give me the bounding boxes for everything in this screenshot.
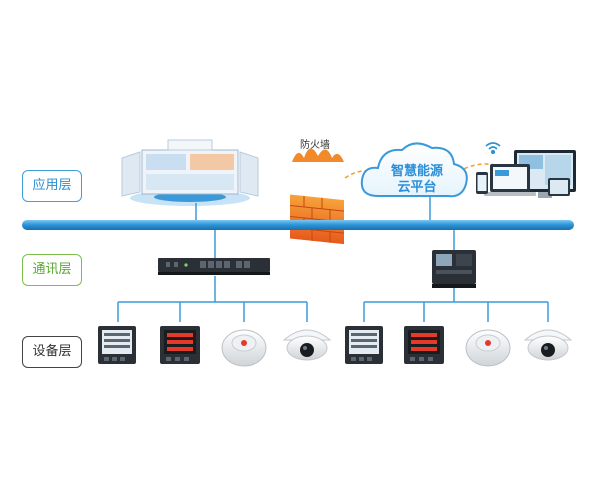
multi-function-meter-icon	[160, 326, 200, 364]
power-meter-icon	[98, 326, 136, 364]
cloud-platform-icon	[360, 142, 468, 198]
cloud-platform-label: 智慧能源 云平台	[372, 164, 462, 196]
monitoring-screens-icon	[121, 139, 259, 206]
client-devices-icon	[476, 142, 576, 198]
network-bus	[22, 220, 574, 230]
layer-label-application: 应用层	[22, 170, 82, 202]
smoke-detector-icon	[221, 329, 267, 367]
dome-camera-icon	[523, 329, 573, 361]
cloud-label-line2: 云平台	[397, 180, 437, 195]
multi-function-meter-icon	[404, 326, 444, 364]
firewall-label: 防火墙	[300, 140, 330, 151]
cloud-label-line1: 智慧能源	[390, 164, 443, 179]
layer-label-communication: 通讯层	[22, 254, 82, 286]
connector-tree-right	[363, 288, 549, 322]
network-switch-icon	[158, 258, 270, 275]
gateway-device-icon	[432, 250, 476, 288]
power-meter-icon	[345, 326, 383, 364]
wifi-icon	[485, 142, 501, 155]
smoke-detector-icon	[465, 329, 511, 367]
connector-tree-left	[117, 276, 308, 322]
layer-label-device: 设备层	[22, 336, 82, 368]
dome-camera-icon	[282, 329, 332, 361]
